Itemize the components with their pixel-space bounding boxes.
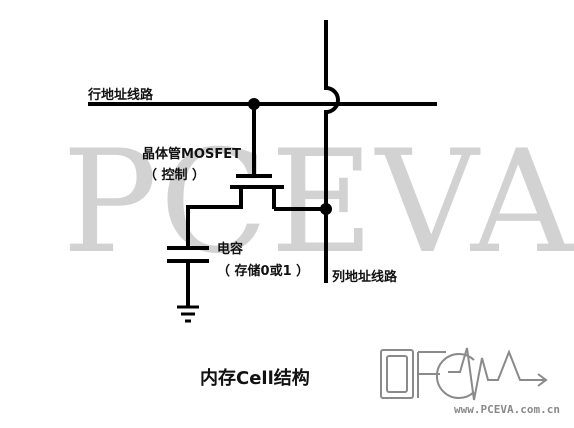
transistor-label: 晶体管MOSFET — [142, 147, 241, 162]
capacitor-label: 电容 — [217, 242, 244, 257]
row-address-label: 行地址线路 — [88, 88, 154, 103]
diagram-caption: 内存Cell结构 — [200, 368, 310, 389]
capacitor-role-label: （ 存储0或1 ） — [217, 264, 310, 279]
column-address-line — [324, 20, 340, 283]
column-address-label: 列地址线路 — [332, 270, 398, 285]
watermark-text: PCEVA — [62, 120, 574, 285]
logo-url-text: www.PCEVA.com.cn — [454, 403, 560, 416]
transistor-role-label: （ 控制 ） — [144, 168, 206, 183]
column-drain-junction — [320, 203, 332, 215]
pceva-logo — [380, 347, 548, 401]
